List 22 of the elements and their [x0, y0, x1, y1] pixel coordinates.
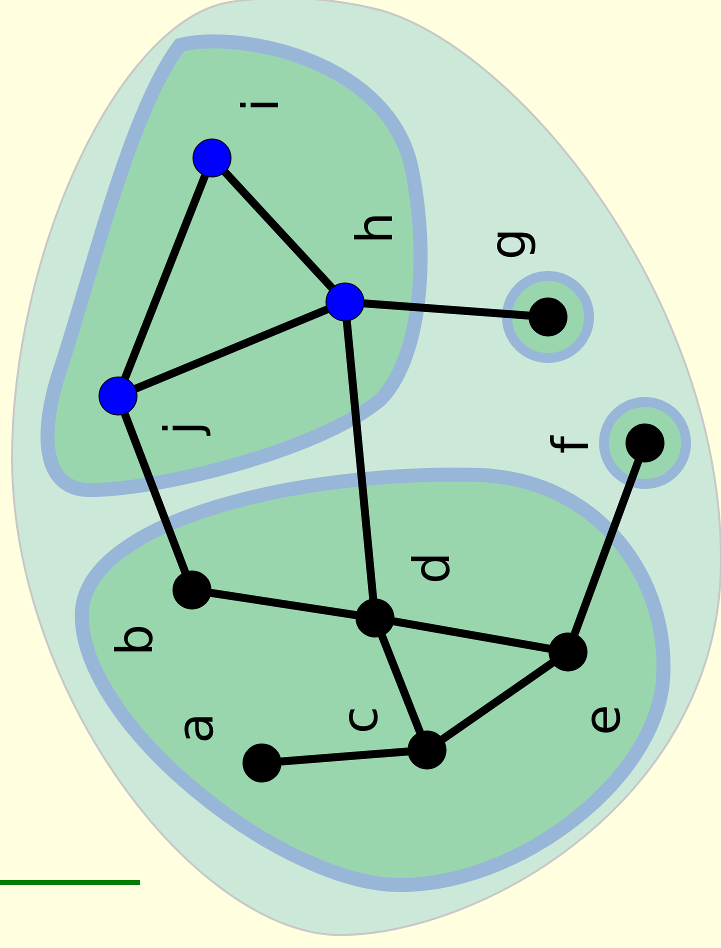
graph-edge — [121, 174, 209, 380]
graph-edge — [210, 588, 357, 620]
graph-edge — [570, 459, 642, 636]
vertex-label: a — [170, 712, 220, 744]
vertex-label: i — [236, 98, 286, 112]
graph-edge — [378, 634, 424, 734]
graph-edge — [222, 169, 336, 291]
vertex-label: f — [546, 436, 596, 454]
vertex-label: d — [406, 552, 457, 584]
graph-edge — [134, 306, 329, 392]
graph-edge — [342, 320, 378, 600]
graph-edge — [280, 748, 408, 766]
graph-edge — [364, 299, 530, 320]
vertex-label: h — [350, 212, 400, 244]
vertex-label: g — [482, 228, 533, 260]
graph-edge — [393, 617, 550, 653]
vertex-label: c — [334, 706, 385, 734]
vertex-label: b — [110, 624, 160, 656]
graph-edge — [440, 660, 555, 742]
vertex-label: e — [577, 704, 628, 736]
graph-edge — [121, 412, 189, 574]
vertex-label: j — [158, 421, 208, 435]
